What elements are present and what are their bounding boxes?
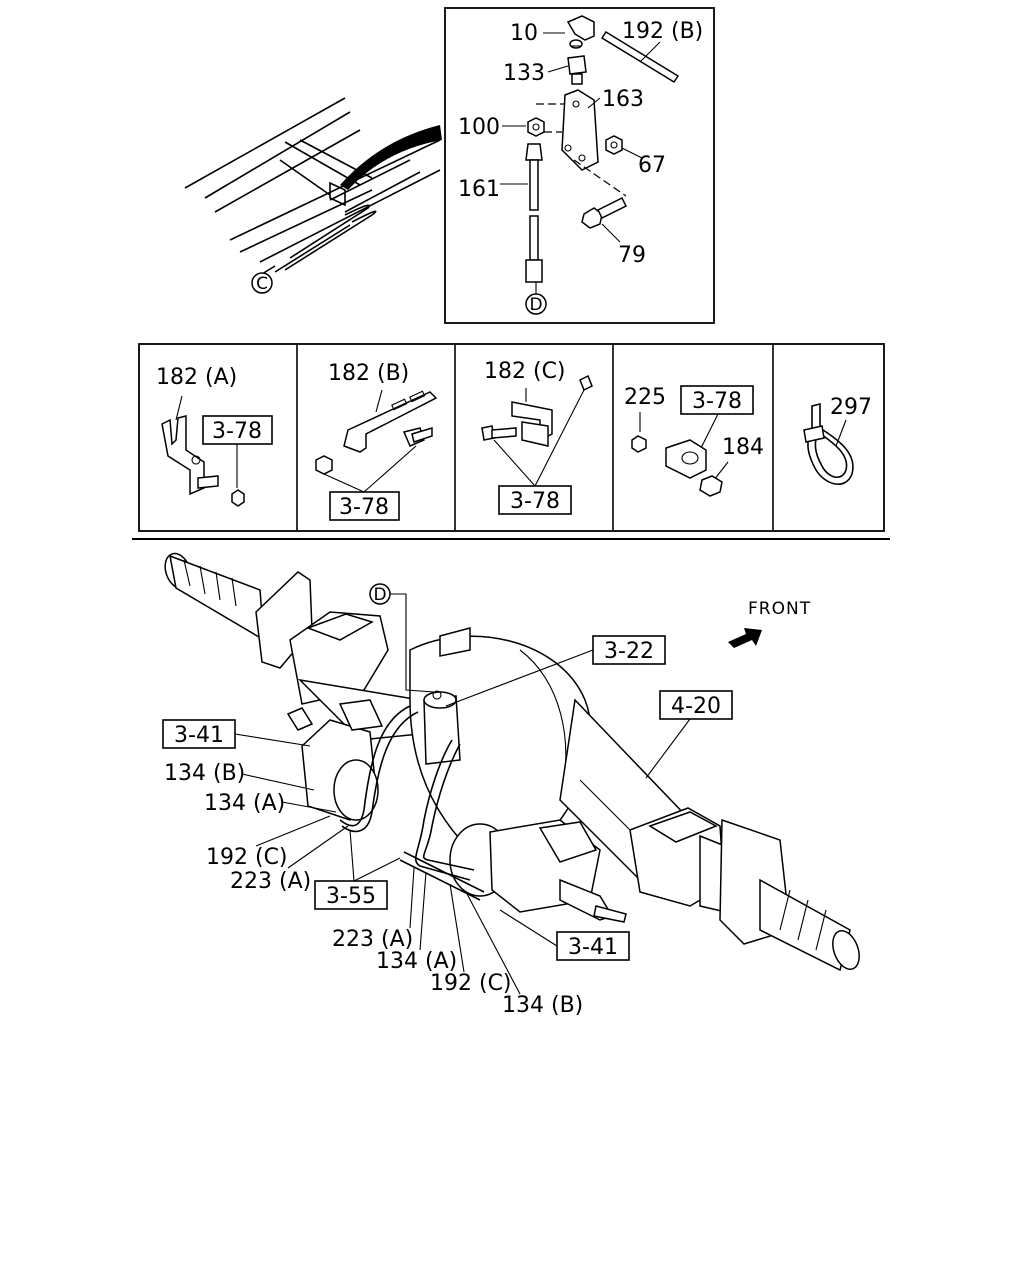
panel-182b: 182 (B) 3-78 [315,361,438,521]
connector-133 [567,55,587,85]
ref-box-420: 4-20 [645,690,733,779]
label-134b-left: 134 (B) [164,761,245,786]
svg-text:3-78: 3-78 [692,389,742,414]
svg-text:3-41: 3-41 [568,935,618,960]
ref-box-341-right: 3-41 [499,909,630,961]
label-225: 225 [624,385,666,410]
label-163: 163 [602,87,644,112]
label-297: 297 [830,395,872,420]
nut-67 [605,135,623,155]
relay-valve [423,690,461,765]
ref-box-378-b [329,491,400,521]
label-223a-bottom: 223 (A) [332,927,413,952]
bracket-163 [561,89,599,171]
label-100: 100 [458,115,500,140]
label-192c-left: 192 (C) [206,845,288,870]
bolt-79 [581,196,628,229]
svg-text:3-78: 3-78 [510,489,560,514]
svg-text:D: D [373,585,386,605]
svg-text:3-78: 3-78 [339,495,389,520]
label-182a: 182 (A) [156,365,237,390]
ref-circle-d-top: D [525,293,547,315]
ref-box-378-c [498,485,572,515]
label-67: 67 [638,153,666,178]
label-133: 133 [503,61,545,86]
svg-text:C: C [256,274,268,294]
label-134a-left: 134 (A) [204,791,285,816]
label-182c: 182 (C) [484,359,566,384]
panel-297: 297 [803,395,872,485]
label-134b-bottom: 134 (B) [502,993,583,1018]
nut-100 [527,117,545,137]
panel-182c: 182 (C) 3-78 [481,359,593,515]
label-79: 79 [618,243,646,268]
svg-text:D: D [529,295,542,315]
ref-circle-d-axle: D [369,583,435,693]
svg-text:4-20: 4-20 [671,694,721,719]
elbow-fitting-10 [566,15,595,49]
svg-text:3-41: 3-41 [174,723,224,748]
label-182b: 182 (B) [328,361,409,386]
label-184: 184 [722,435,764,460]
svg-text:FRONT: FRONT [748,599,811,619]
hose-161 [525,143,543,283]
label-223a-left: 223 (A) [230,869,311,894]
ref-box-341-left: 3-41 [162,719,311,749]
svg-text:3-55: 3-55 [326,884,376,909]
ref-box-378-d [680,385,754,415]
label-192c-bottom: 192 (C) [430,971,512,996]
brake-chamber-left [286,699,384,821]
ref-circle-c: C [251,272,273,294]
panel-182a: 182 (A) 3-78 [156,365,273,507]
panel-225-184: 225 3-78 184 [624,385,764,497]
axle-housing [164,552,860,972]
label-192b: 192 (B) [622,19,703,44]
bracket-panels-frame [138,343,885,532]
label-10: 10 [510,21,538,46]
front-indicator: FRONT [728,599,811,648]
tube-192b [600,30,680,84]
label-161: 161 [458,177,500,202]
svg-text:3-78: 3-78 [212,419,262,444]
frame-rail-sketch [184,97,442,275]
ref-box-322: 3-22 [445,635,666,707]
detail-box [444,7,715,324]
label-134a-bottom: 134 (A) [376,949,457,974]
ref-box-355: 3-55 [314,829,401,910]
svg-text:3-22: 3-22 [604,639,654,664]
